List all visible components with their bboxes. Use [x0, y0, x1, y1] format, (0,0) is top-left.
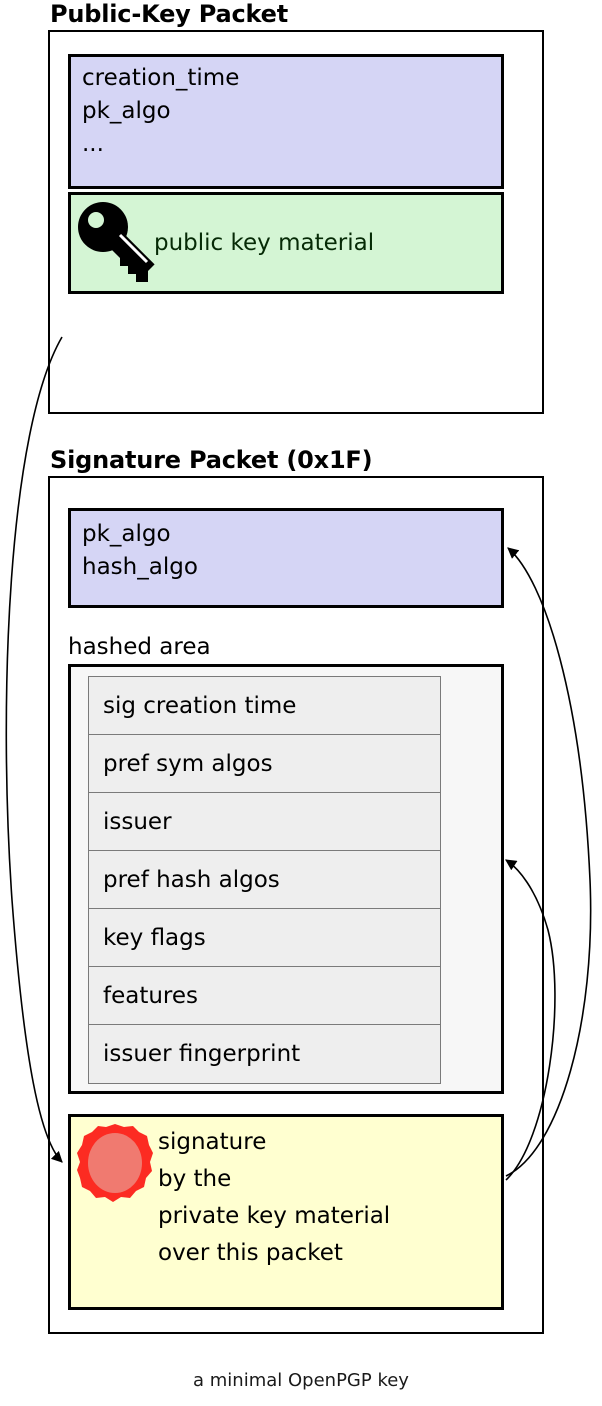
hashed-area-label: hashed area [68, 634, 211, 660]
public-key-header-fields: creation_time pk_algo ... [82, 65, 240, 157]
signature-header-fields: pk_algo hash_algo [82, 521, 198, 580]
subpacket-row: issuer fingerprint [89, 1025, 440, 1083]
signature-description: signature by the private key material ov… [158, 1129, 391, 1266]
subpacket-row: issuer [89, 793, 440, 851]
public-key-material-label: public key material [154, 230, 375, 256]
key-icon [78, 202, 155, 282]
subpacket-row: sig creation time [89, 677, 440, 735]
signature-packet-title: Signature Packet (0x1F) [50, 446, 373, 474]
subpacket-row: pref hash algos [89, 851, 440, 909]
diagram-caption: a minimal OpenPGP key [193, 1370, 409, 1391]
public-key-packet-title: Public-Key Packet [50, 0, 288, 28]
signature-header-block [68, 508, 504, 608]
public-key-header-block [68, 54, 504, 189]
subpacket-row: key flags [89, 909, 440, 967]
subpacket-row: pref sym algos [89, 735, 440, 793]
wax-seal-icon [77, 1124, 153, 1202]
subpacket-row: features [89, 967, 440, 1025]
